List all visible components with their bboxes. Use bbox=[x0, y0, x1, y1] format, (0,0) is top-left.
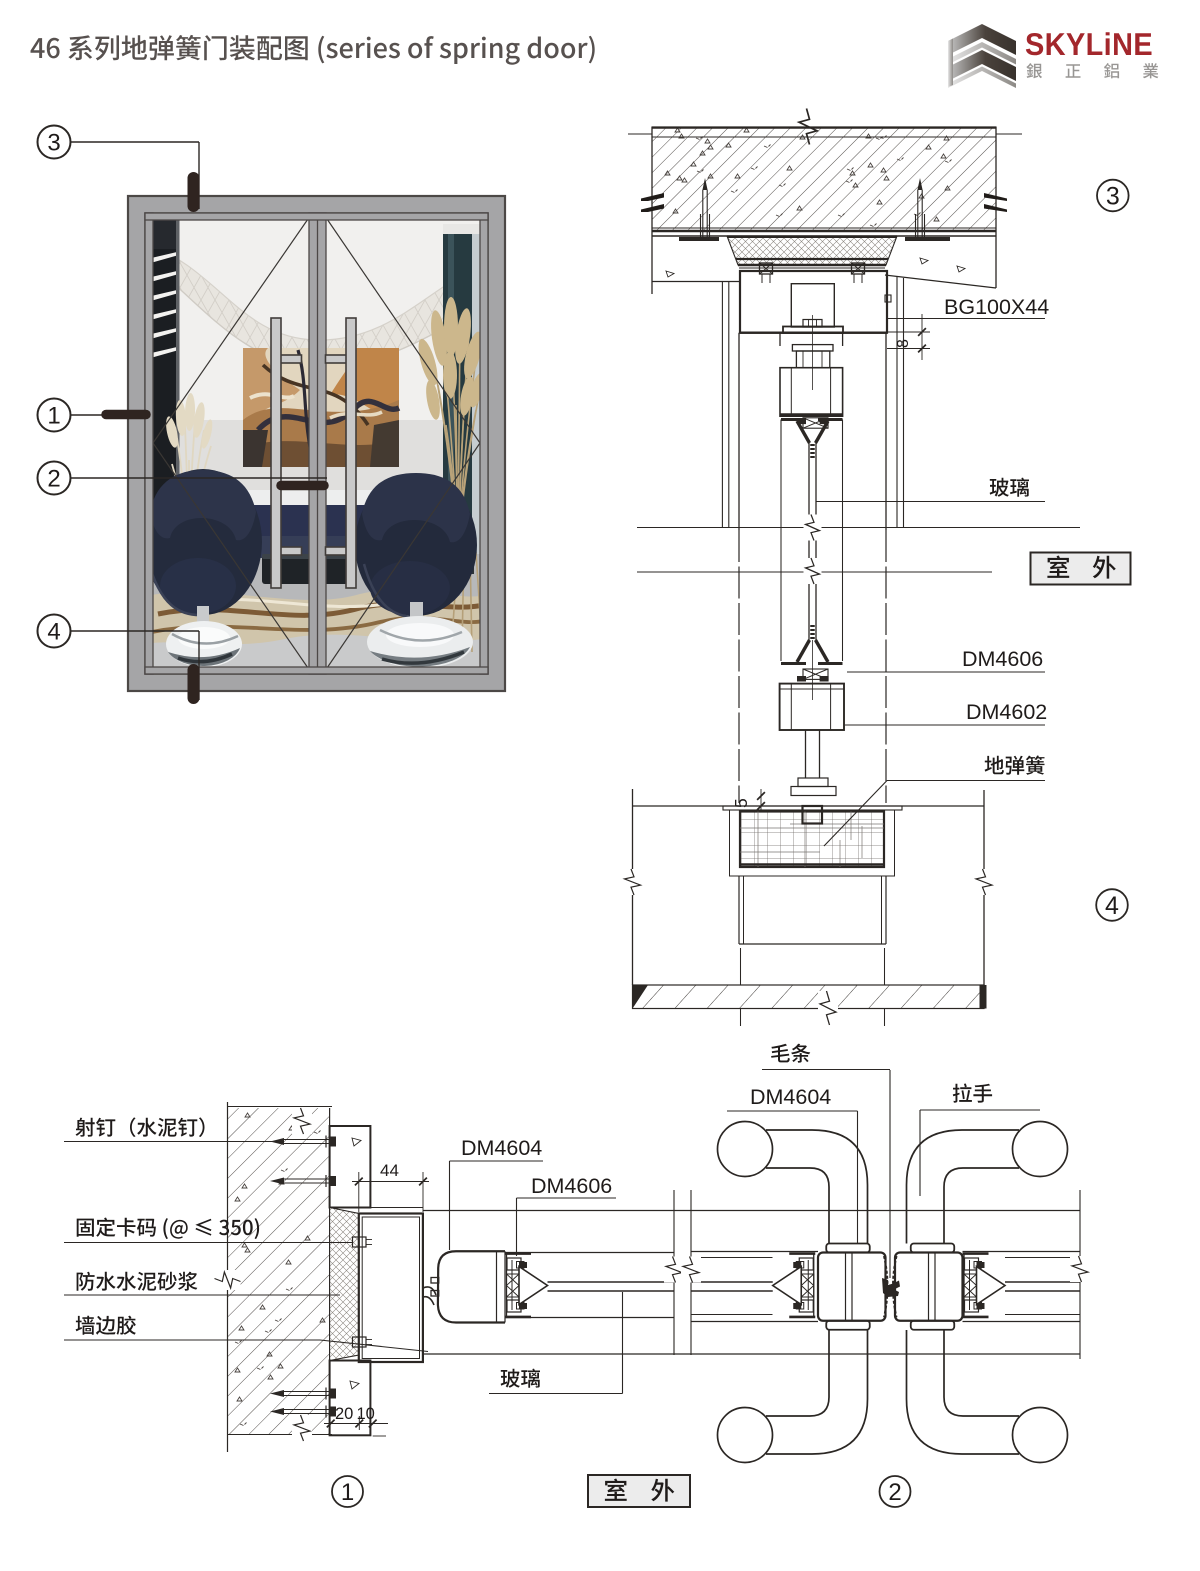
svg-text:DM4602: DM4602 bbox=[966, 700, 1047, 724]
svg-text:44: 44 bbox=[380, 1161, 399, 1180]
svg-text:3: 3 bbox=[1106, 183, 1120, 211]
svg-text:8: 8 bbox=[895, 339, 912, 348]
svg-text:20: 20 bbox=[335, 1405, 353, 1423]
svg-text:2: 2 bbox=[47, 466, 60, 493]
svg-text:DM4606: DM4606 bbox=[962, 647, 1043, 671]
svg-text:1: 1 bbox=[47, 403, 60, 430]
svg-text:5: 5 bbox=[731, 798, 751, 808]
svg-text:4: 4 bbox=[47, 619, 60, 646]
svg-text:3: 3 bbox=[47, 130, 60, 157]
svg-text:2: 2 bbox=[888, 1479, 901, 1506]
svg-text:DM4606: DM4606 bbox=[531, 1174, 612, 1198]
svg-text:10: 10 bbox=[357, 1405, 375, 1423]
svg-text:1: 1 bbox=[341, 1479, 354, 1506]
svg-text:DM4604: DM4604 bbox=[461, 1136, 542, 1160]
svg-text:DM4604: DM4604 bbox=[750, 1085, 831, 1109]
svg-text:4: 4 bbox=[1105, 892, 1119, 920]
svg-text:BG100X44: BG100X44 bbox=[944, 295, 1049, 319]
